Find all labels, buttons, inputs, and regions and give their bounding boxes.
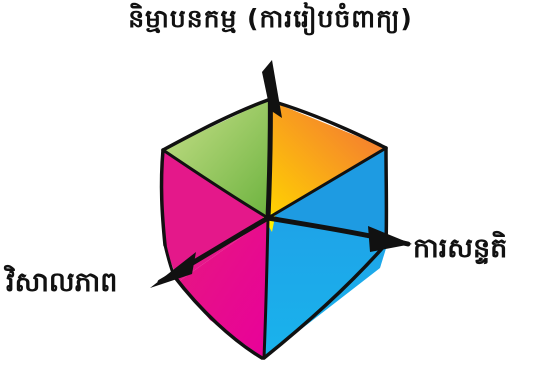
top-axis-label: និម្មាបនកម្ម (ការរៀបចំពាក្យ) <box>0 4 541 40</box>
arrow-right-head <box>368 226 412 252</box>
left-axis-label: វិសាលភាព <box>6 266 117 305</box>
right-axis-label: ការសន្ទតិ <box>413 232 507 271</box>
